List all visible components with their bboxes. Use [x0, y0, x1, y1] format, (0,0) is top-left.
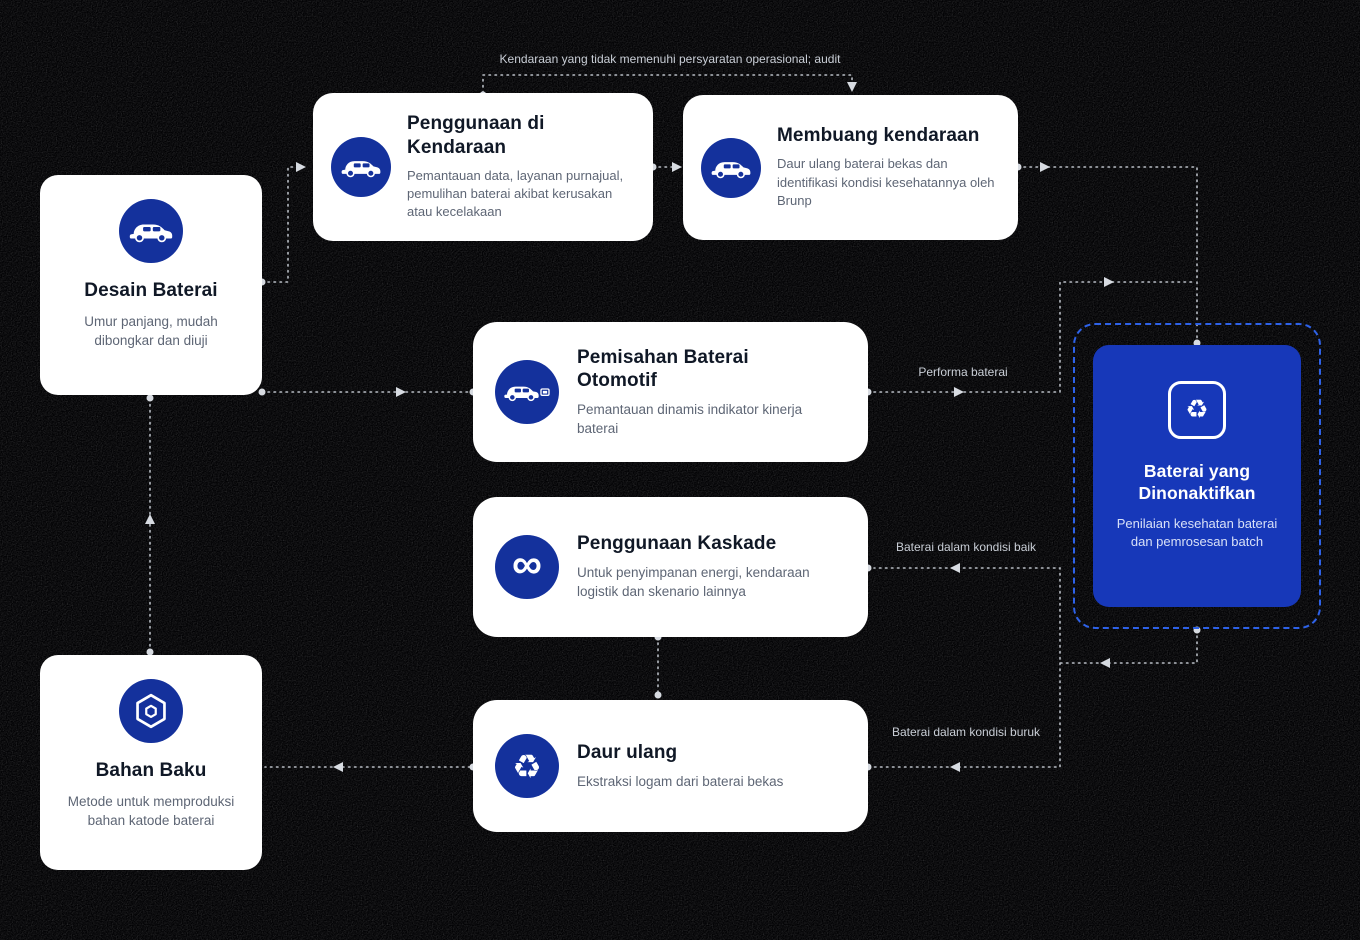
node-bahan-baku: Bahan Baku Metode untuk memproduksi baha…: [40, 655, 262, 870]
node-desc: Ekstraksi logam dari baterai bekas: [577, 773, 784, 789]
node-desc: Metode untuk memproduksi bahan katode ba…: [67, 793, 235, 828]
node-penggunaan-kaskade: ∞ Penggunaan Kaskade Untuk penyimpanan e…: [473, 497, 868, 637]
edge-label-kondisi-buruk: Baterai dalam kondisi buruk: [891, 725, 1041, 739]
node-title: Membuang kendaraan: [777, 125, 980, 147]
car-battery-icon: [495, 360, 559, 424]
node-title: Penggunaan Kaskade: [577, 533, 777, 555]
node-desc: Pemantauan dinamis indikator kinerja bat…: [577, 402, 803, 437]
node-desc: Umur panjang, mudah dibongkar dan diuji: [84, 313, 218, 348]
node-title: Daur ulang: [577, 742, 678, 764]
node-title: Penggunaan di Kendaraan: [407, 113, 545, 158]
car-icon: [331, 137, 391, 197]
node-desain-baterai: Desain Baterai Umur panjang, mudah dibon…: [40, 175, 262, 395]
node-title: Desain Baterai: [84, 280, 218, 301]
batch-recycle-icon: ♻: [1168, 381, 1226, 439]
car-icon: [701, 137, 761, 198]
node-desc: Untuk penyimpanan energi, kendaraan logi…: [577, 565, 810, 600]
recycle-icon: ♻: [495, 734, 559, 798]
edge-label-kondisi-baik: Baterai dalam kondisi baik: [895, 540, 1037, 554]
node-title: Bahan Baku: [95, 760, 207, 781]
node-baterai-yang-dinonaktifkan: ♻ Baterai yang Dinonaktifkan Penilaian k…: [1093, 345, 1301, 607]
edge-label-performa: Performa baterai: [918, 365, 1008, 379]
node-desc: Pemantauan data, layanan purnajual, pemu…: [407, 167, 624, 220]
node-pemisahan-baterai-otomotif: Pemisahan Baterai Otomotif Pemantauan di…: [473, 322, 868, 462]
hexagon-nut-icon: [119, 679, 183, 743]
node-penggunaan-di-kendaraan: Penggunaan di Kendaraan Pemantauan data,…: [313, 93, 653, 241]
node-title: Pemisahan Baterai Otomotif: [577, 346, 749, 392]
edge-label-top: Kendaraan yang tidak memenuhi persyarata…: [499, 52, 841, 66]
node-membuang-kendaraan: Membuang kendaraan Daur ulang baterai be…: [683, 95, 1018, 240]
car-icon: [119, 199, 183, 263]
node-title: Baterai yang Dinonaktifkan: [1138, 461, 1256, 503]
infinity-icon: ∞: [495, 535, 559, 599]
node-desc: Daur ulang baterai bekas dan identifikas…: [777, 156, 995, 209]
node-desc: Penilaian kesehatan baterai dan pemroses…: [1116, 515, 1278, 550]
node-daur-ulang: ♻ Daur ulang Ekstraksi logam dari batera…: [473, 700, 868, 832]
